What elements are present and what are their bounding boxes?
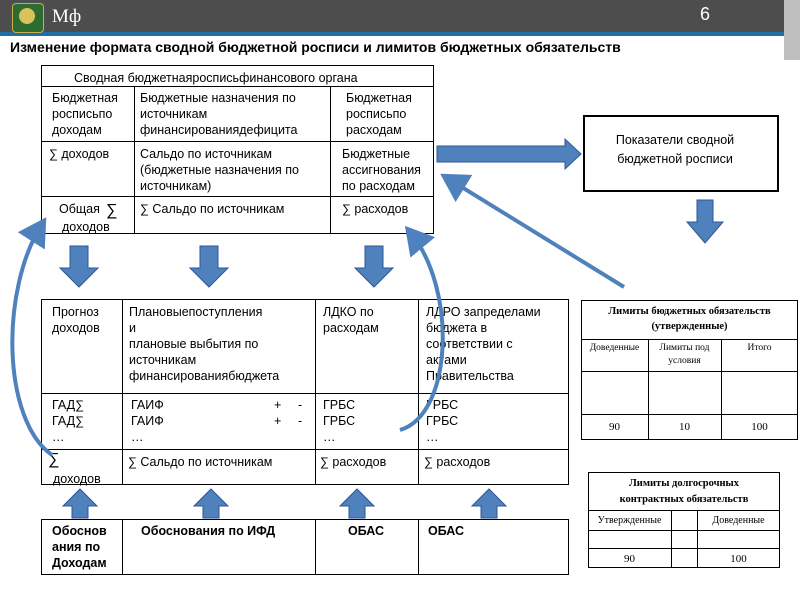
divider <box>41 196 434 197</box>
long-term-limits-title: Лимиты долгосрочных контрактных обязател… <box>619 478 749 505</box>
limits-header-delivered: Доведенные <box>589 343 640 353</box>
limits-value-delivered: 90 <box>609 421 620 433</box>
indicators-box <box>583 115 779 192</box>
divider <box>671 510 672 568</box>
revenue-sum: доходов <box>53 472 101 486</box>
sources-balance-sum: ∑ Сальдо по источникам <box>128 455 273 469</box>
sources-balance-sum: ∑ Сальдо по источникам <box>140 202 285 216</box>
schedule-header: Сводная бюджетнаяросписьфинансового орга… <box>74 71 358 85</box>
divider <box>315 519 316 575</box>
long-term-header-approved: Утвержденные <box>597 515 662 526</box>
divider <box>122 519 123 575</box>
limits-value-conditional: 10 <box>679 421 690 433</box>
obas-label: ОБАС <box>428 524 464 538</box>
sources-balance: Сальдо по источникам (бюджетные назначен… <box>140 147 299 193</box>
financing-sources-label: Бюджетные назначения по источникам финан… <box>140 91 298 137</box>
slide-title: Изменение формата сводной бюджетной росп… <box>10 39 621 55</box>
ifd-justification: Обоснования по ИФД <box>141 524 276 538</box>
arrow-down-icon <box>353 245 395 288</box>
budget-limits-table <box>581 300 798 440</box>
revenue-justification: Обоснов ания по Доходам <box>52 524 107 570</box>
brand-text: Мф <box>52 6 82 27</box>
obas-label: ОБАС <box>348 524 384 538</box>
curved-arrow-right-icon <box>399 225 445 432</box>
divider <box>648 339 649 440</box>
grbs-list: ГРБС ГРБС … <box>426 398 459 444</box>
curved-arrow-left-icon <box>10 217 54 457</box>
divider <box>41 141 434 142</box>
arrow-down-icon <box>58 245 100 288</box>
ldro-label: ЛДРО запределами бюджета в соответствии … <box>426 305 541 383</box>
plus-signs: + + <box>274 398 282 428</box>
allocation-block <box>41 299 569 485</box>
revenue-sum: ∑ доходов <box>49 147 110 161</box>
divider <box>581 339 798 340</box>
summary-schedule-block <box>41 65 434 234</box>
divider <box>330 86 331 234</box>
divider <box>41 393 569 394</box>
divider <box>418 299 419 485</box>
revenue-forecast-label: Прогноз доходов <box>52 305 100 335</box>
revenue-schedule-label: Бюджетная росписьпо доходам <box>52 91 118 137</box>
divider <box>697 510 698 568</box>
limits-header-total: Итого <box>747 343 772 353</box>
divider <box>588 510 780 511</box>
indicators-label: Показатели сводной бюджетной росписи <box>615 133 735 166</box>
arrow-up-icon <box>61 488 99 519</box>
expenditure-sum: ∑ расходов <box>424 455 491 469</box>
arrow-down-icon <box>685 199 725 244</box>
divider <box>41 86 434 87</box>
justifications-block <box>41 519 569 575</box>
arrow-right-icon <box>436 137 582 171</box>
slide-number: 6 <box>700 4 711 24</box>
divider <box>418 519 419 575</box>
slide-header-bar <box>0 0 800 32</box>
divider <box>134 86 135 234</box>
expenditure-sum: ∑ расходов <box>320 455 387 469</box>
long-term-value-delivered: 100 <box>730 553 747 565</box>
minus-signs: - - <box>298 398 303 428</box>
total-revenue-label: доходов <box>62 220 110 234</box>
ldko-label: ЛДКО по расходам <box>323 305 379 335</box>
divider <box>581 414 798 415</box>
gaif-list: ГАИФ ГАИФ … <box>131 398 164 444</box>
arrow-up-icon <box>338 488 376 519</box>
divider <box>122 299 123 485</box>
divider <box>721 339 722 440</box>
limits-value-total: 100 <box>751 421 768 433</box>
long-term-limits-table <box>588 472 780 568</box>
diagonal-arrow-icon <box>440 173 626 289</box>
divider <box>41 449 569 450</box>
sum-symbol: ∑ <box>106 202 118 219</box>
scroll-strip <box>784 0 800 60</box>
sum-symbol: ∑ <box>48 451 60 468</box>
divider <box>315 299 316 485</box>
limits-header-conditional: Лимиты под условия <box>659 343 710 366</box>
arrow-up-icon <box>192 488 230 519</box>
long-term-header-delivered: Доведенные <box>712 515 765 526</box>
expenditure-sum: ∑ расходов <box>342 202 409 216</box>
planned-flows-label: Плановыепоступления и плановые выбытия п… <box>129 305 280 383</box>
divider <box>588 530 780 531</box>
header-accent-line <box>0 32 800 36</box>
budget-allocations: Бюджетные ассигнования по расходам <box>342 147 421 193</box>
divider <box>588 548 780 549</box>
divider <box>581 371 798 372</box>
budget-limits-title: Лимиты бюджетных обязательств (утвержден… <box>608 306 771 332</box>
long-term-value-approved: 90 <box>624 553 635 565</box>
total-revenue-label: Общая <box>59 202 100 216</box>
emblem-icon <box>19 8 35 24</box>
gad-list: ГАД∑ ГАД∑ … <box>52 398 85 444</box>
grbs-list: ГРБС ГРБС … <box>323 398 356 444</box>
arrow-down-icon <box>188 245 230 288</box>
expenditure-schedule-label: Бюджетная росписьпо расходам <box>346 91 412 137</box>
arrow-up-icon <box>470 488 508 519</box>
